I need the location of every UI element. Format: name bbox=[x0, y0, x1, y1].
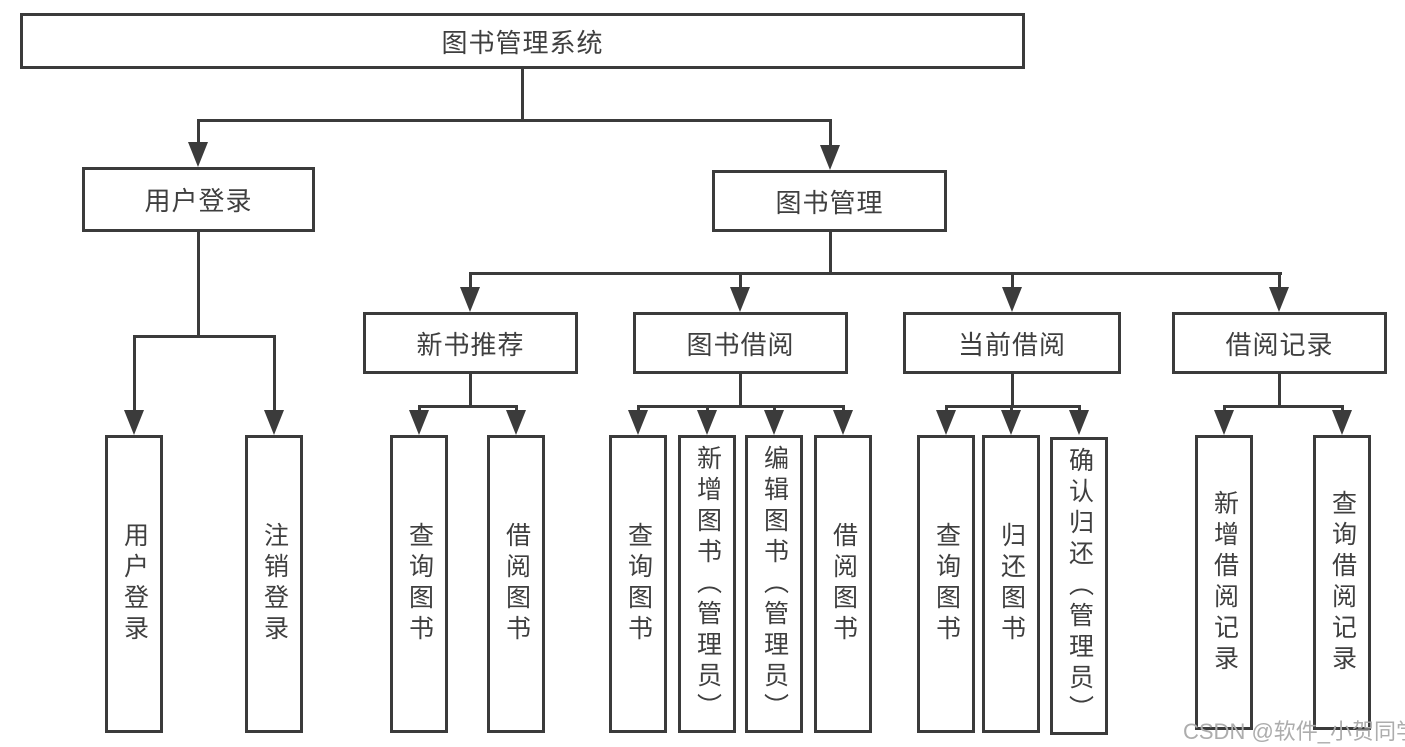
connector-root-stub bbox=[521, 69, 524, 121]
arrowhead-icon bbox=[1269, 287, 1289, 312]
arrowhead-icon bbox=[1001, 410, 1021, 435]
connector-book-management-stub bbox=[829, 232, 832, 274]
node-borrow-records: 借阅记录 bbox=[1172, 312, 1387, 374]
leaf-borrow-books: 借阅图书 bbox=[487, 435, 545, 733]
node-book-management: 图书管理 bbox=[712, 170, 947, 232]
connector-book-management-shaft bbox=[829, 119, 832, 149]
leaf-query-books-label: 查询图书 bbox=[624, 522, 653, 646]
connector-branch-shaft bbox=[1278, 272, 1281, 292]
connector-leaf-shaft bbox=[133, 335, 136, 412]
node-new-book-recommend: 新书推荐 bbox=[363, 312, 578, 374]
connector-current-borrow-stub bbox=[1011, 374, 1014, 407]
arrowhead-icon bbox=[1002, 287, 1022, 312]
arrowhead-icon bbox=[936, 410, 956, 435]
leaf-return-books-label: 归还图书 bbox=[997, 522, 1026, 646]
leaf-query-books: 查询图书 bbox=[609, 435, 667, 733]
node-new-book-recommend-label: 新书推荐 bbox=[416, 329, 525, 360]
arrowhead-icon bbox=[264, 410, 284, 435]
connector-user-login-shaft bbox=[197, 119, 200, 146]
arrowhead-icon bbox=[1332, 410, 1352, 435]
arrowhead-icon bbox=[1214, 410, 1234, 435]
node-borrow-records-label: 借阅记录 bbox=[1225, 329, 1334, 360]
node-user-login-label: 用户登录 bbox=[144, 186, 253, 216]
node-book-borrow: 图书借阅 bbox=[633, 312, 848, 374]
arrowhead-icon bbox=[764, 410, 784, 435]
leaf-confirm-return-admin: 确认归还（管理员） bbox=[1050, 437, 1108, 735]
leaf-confirm-return-admin-label: 确认归还（管理员） bbox=[1065, 446, 1094, 726]
arrowhead-icon bbox=[697, 410, 717, 435]
leaf-edit-book-admin: 编辑图书（管理员） bbox=[745, 435, 803, 733]
connector-branch-shaft bbox=[739, 272, 742, 292]
leaf-query-books-label: 查询图书 bbox=[405, 522, 434, 646]
csdn-watermark: CSDN @软件_小贺同学 bbox=[1183, 719, 1405, 744]
leaf-borrow-books: 借阅图书 bbox=[814, 435, 872, 733]
node-book-management-label: 图书管理 bbox=[775, 187, 884, 218]
arrowhead-icon bbox=[124, 410, 144, 435]
leaf-query-books: 查询图书 bbox=[390, 435, 448, 733]
connector-leaf-shaft bbox=[273, 335, 276, 412]
arrowhead-icon bbox=[409, 410, 429, 435]
leaf-query-books: 查询图书 bbox=[917, 435, 975, 733]
leaf-add-book-admin-label: 新增图书（管理员） bbox=[693, 444, 722, 724]
leaf-logout-login: 注销登录 bbox=[245, 435, 303, 733]
leaf-borrow-books-label: 借阅图书 bbox=[502, 522, 531, 646]
leaf-query-borrow-record-label: 查询借阅记录 bbox=[1328, 489, 1357, 676]
connector-new-book-stub bbox=[469, 374, 472, 407]
arrowhead-icon bbox=[506, 410, 526, 435]
arrowhead-book-management-icon bbox=[820, 145, 840, 170]
leaf-query-borrow-record: 查询借阅记录 bbox=[1313, 435, 1371, 730]
connector-borrow-records-hline bbox=[1223, 405, 1343, 408]
leaf-edit-book-admin-label: 编辑图书（管理员） bbox=[760, 444, 789, 724]
connector-book-management-hline bbox=[469, 272, 1282, 275]
node-current-borrow-label: 当前借阅 bbox=[957, 329, 1066, 360]
connector-book-borrow-stub bbox=[739, 374, 742, 407]
leaf-return-books: 归还图书 bbox=[982, 435, 1040, 733]
arrowhead-user-login-icon bbox=[188, 142, 208, 167]
node-book-borrow-label: 图书借阅 bbox=[686, 329, 795, 360]
node-root: 图书管理系统 bbox=[20, 13, 1025, 69]
connector-user-login-stub bbox=[197, 232, 200, 337]
connector-branch-shaft bbox=[1011, 272, 1014, 292]
node-user-login: 用户登录 bbox=[82, 167, 315, 232]
leaf-user-login-label: 用户登录 bbox=[120, 522, 149, 646]
arrowhead-icon bbox=[460, 287, 480, 312]
connector-borrow-records-stub bbox=[1278, 374, 1281, 407]
connector-new-book-hline bbox=[418, 405, 517, 408]
node-root-label: 图书管理系统 bbox=[441, 27, 604, 58]
leaf-user-login: 用户登录 bbox=[105, 435, 163, 733]
arrowhead-icon bbox=[730, 287, 750, 312]
connector-branch-shaft bbox=[469, 272, 472, 292]
leaf-query-books-label: 查询图书 bbox=[932, 522, 961, 646]
leaf-borrow-books-label: 借阅图书 bbox=[829, 522, 858, 646]
leaf-logout-login-label: 注销登录 bbox=[260, 522, 289, 646]
leaf-add-book-admin: 新增图书（管理员） bbox=[678, 435, 736, 733]
node-current-borrow: 当前借阅 bbox=[903, 312, 1121, 374]
connector-user-login-hline bbox=[133, 335, 275, 338]
leaf-add-borrow-record-label: 新增借阅记录 bbox=[1210, 489, 1239, 676]
arrowhead-icon bbox=[628, 410, 648, 435]
arrowhead-icon bbox=[833, 410, 853, 435]
connector-root-hline bbox=[197, 119, 832, 122]
arrowhead-icon bbox=[1069, 410, 1089, 435]
leaf-add-borrow-record: 新增借阅记录 bbox=[1195, 435, 1253, 730]
connector-book-borrow-hline bbox=[637, 405, 845, 408]
